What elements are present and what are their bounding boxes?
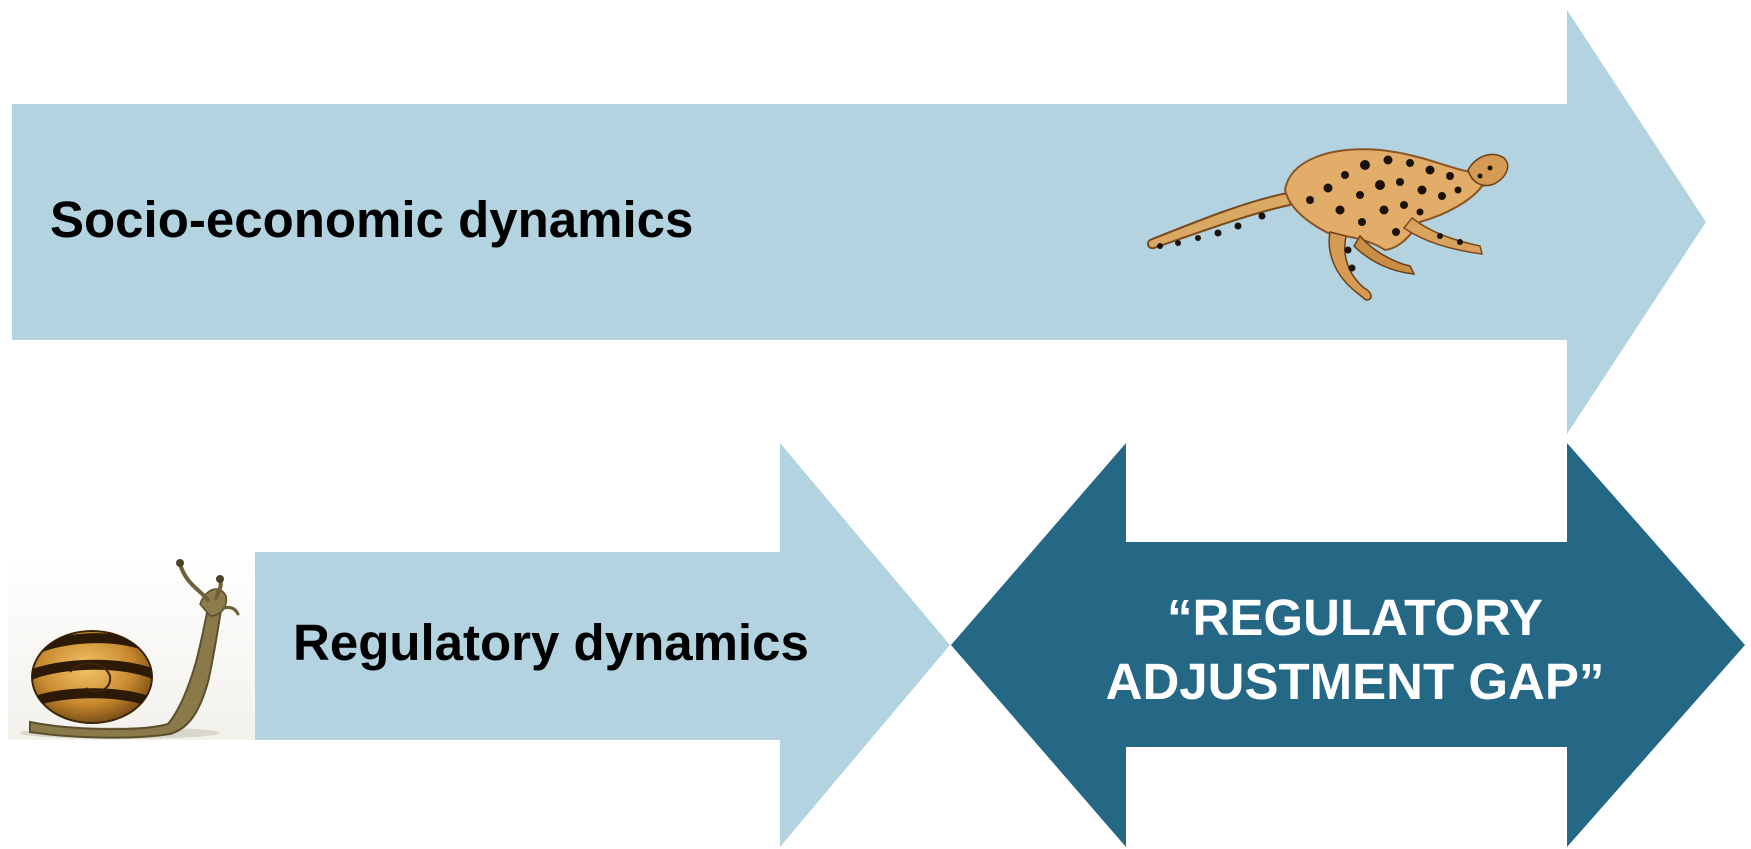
socio-economic-label: Socio-economic dynamics — [50, 191, 693, 248]
gap-label-line-1: “REGULATORY — [1167, 589, 1543, 646]
regulatory-arrow — [255, 443, 950, 847]
regulatory-label: Regulatory dynamics — [293, 614, 809, 671]
snail-picture — [8, 555, 255, 740]
gap-label-line-2: ADJUSTMENT GAP” — [1106, 653, 1605, 710]
regulatory-adjustment-gap-arrow — [951, 443, 1745, 847]
socio-economic-arrow — [12, 10, 1706, 434]
cheetah-picture — [1146, 148, 1509, 301]
